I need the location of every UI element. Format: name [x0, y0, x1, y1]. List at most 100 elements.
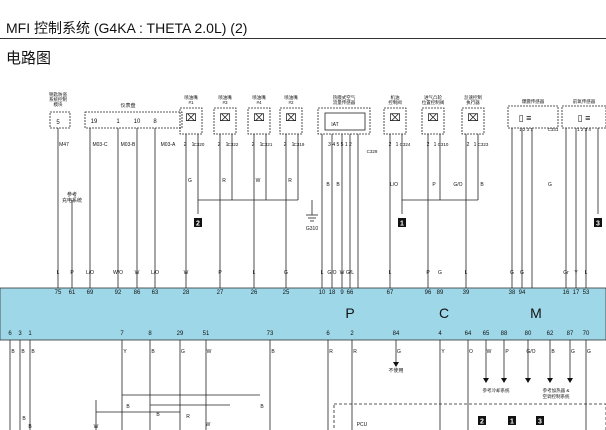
pcm-bottom-pin: 87 [567, 331, 574, 337]
tcv-label: 位置控制阀 [422, 99, 445, 106]
bottom-wire-color: W [487, 349, 492, 355]
top-wire-color: W [135, 270, 140, 276]
pcm-top-pin: 16 [563, 290, 570, 296]
top-wire-color: L [465, 270, 468, 276]
wire-color-mid: L/O [390, 182, 398, 188]
top-wire-color: L/O [151, 270, 159, 276]
bottom-wire-color: P [505, 349, 509, 355]
ac-reference-label: 参考加热器 & [543, 387, 570, 394]
ac-reference-arrow [501, 378, 507, 383]
purge-label: 控制阀 [388, 99, 402, 106]
pcm-top-pin: 53 [583, 290, 590, 296]
title-divider [0, 38, 606, 39]
injector-icon: ⌧ [185, 113, 197, 124]
injector-pin: 2 [218, 142, 221, 148]
wire-color-upper: R [222, 178, 226, 184]
cluster-connector: M03-C [92, 142, 107, 148]
air-flow-sensor-box [317, 107, 371, 135]
bottom-wire-color: W [207, 349, 212, 355]
tcv-pin: 1 [434, 142, 437, 148]
injector-pin: 1 [292, 142, 295, 148]
cluster-pin: 8 [153, 119, 157, 125]
pcm-top-pin: 39 [463, 290, 470, 296]
injector-connector: C322 [228, 142, 239, 147]
immobilizer-pin: 5 [56, 120, 60, 126]
bottom-wire-color: O [469, 349, 473, 355]
bottom-wire-color: Y [123, 349, 127, 355]
pcm-bottom-pin: 7 [120, 331, 124, 337]
knock-sensor-icon: ▯ ≡ [519, 113, 532, 123]
immobilizer-connector: M47 [59, 142, 69, 148]
top-wire-color: Y [574, 270, 578, 276]
top-wire-color: G/L [346, 270, 354, 276]
ac-reference-arrow [567, 378, 573, 383]
injector-label: 喷油嘴 [252, 94, 266, 101]
pcm-top-pin: 66 [347, 290, 354, 296]
immobilizer-box [49, 111, 71, 129]
lower-wire-color: B [260, 404, 264, 410]
injector-connector: C319 [294, 142, 305, 147]
knock-sensor-box [507, 105, 559, 129]
pcm-bottom-pin: 80 [525, 331, 532, 337]
cluster-pin: 10 [134, 119, 141, 125]
injector-icon: ⌧ [285, 113, 297, 124]
pcm-bottom-pin: 84 [393, 331, 400, 337]
pcm-top-pin: 27 [217, 290, 224, 296]
marker-2-bottom-box [478, 416, 486, 425]
cluster-pin: 1 [116, 119, 120, 125]
injector-label: 喷油嘴 [184, 94, 198, 101]
bottom-wire-color: Y [441, 349, 445, 355]
top-wire-color: L [321, 270, 324, 276]
purge-label: 机油 [391, 94, 400, 101]
injector-icon: ⌧ [219, 113, 231, 124]
lower-wire-color: B [126, 404, 130, 410]
pcm-letter: C [439, 305, 449, 321]
purge-pin: 2 [389, 142, 392, 148]
tcv-connector: C310 [438, 142, 449, 147]
pcm-bottom-pin: 65 [483, 331, 490, 337]
lower-wire-color: B [22, 416, 26, 422]
pcm-bottom-pin: 3 [18, 331, 22, 337]
marker-1-bottom-box [508, 416, 516, 425]
pcu-dashed-box [333, 403, 606, 430]
bottom-wire-color: G/O [526, 349, 535, 355]
marker-3-top: 3 [596, 221, 600, 228]
knock-sensor-pins: 1 2 3 1 [519, 127, 533, 132]
idle-icon: ⌧ [467, 113, 479, 124]
top-wire-color: L/O [86, 270, 94, 276]
pcm-top-pin: 94 [519, 290, 526, 296]
top-wire-color: P [426, 270, 430, 276]
wire-color-mid: G [548, 182, 552, 188]
pcm-bottom-pin: 73 [267, 331, 274, 337]
pcm-bottom-pin: 8 [148, 331, 152, 337]
air-flow-connector: C329 [367, 149, 378, 154]
marker-3-bottom: 3 [538, 419, 542, 426]
pcm-bottom-pin: 6 [326, 331, 330, 337]
pcm-top-pin: 18 [329, 290, 336, 296]
bottom-wire-color: B [21, 349, 25, 355]
ac-reference-arrow [525, 378, 531, 383]
not-used-arrow [393, 362, 399, 367]
immobilizer-label-line: 钥匙防盗 [49, 91, 67, 98]
lower-wire-color: W [94, 424, 99, 430]
bottom-wire-color: B [31, 349, 35, 355]
bottom-wire-color: G [587, 349, 591, 355]
air-flow-label: 热膜式空气 [333, 94, 356, 101]
pcm-top-pin: 10 [319, 290, 326, 296]
ac-reference-arrow [547, 378, 553, 383]
injector-4-box [247, 107, 271, 135]
air-flow-pins: 3 4 5 5 1 2 [328, 142, 352, 148]
injector-connector: C321 [262, 142, 273, 147]
pcm-top-pin: 92 [115, 290, 122, 296]
cooling-reference-label: 参考冷却系统 [483, 387, 510, 394]
top-wire-color: W [340, 270, 345, 276]
front-o2-sensor-box [561, 105, 606, 129]
air-flow-sensor-tag: IAT [331, 122, 338, 128]
tcv-icon: ⌧ [427, 113, 439, 124]
bottom-wire-color: B [11, 349, 15, 355]
lower-wire-color: B [28, 424, 32, 430]
wire-color-mid: P [432, 182, 436, 188]
pcm-letter: P [345, 305, 354, 321]
cluster-connector: M03-A [161, 142, 176, 148]
